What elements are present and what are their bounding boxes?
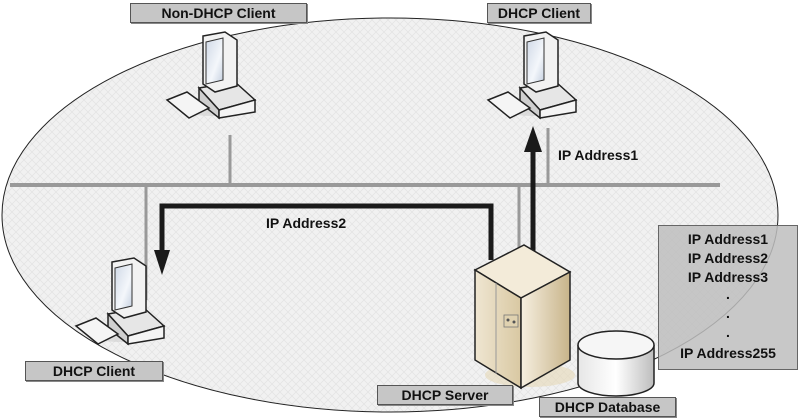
label-dhcp-client-left: DHCP Client <box>25 361 163 381</box>
pool-ellipsis: . <box>726 305 730 321</box>
desktop-computer-icon <box>165 31 257 120</box>
flow-arrow-ip-address2 <box>154 203 494 275</box>
flow-arrow-ip-address1 <box>524 126 542 258</box>
desktop-computer-icon <box>486 31 578 120</box>
pool-entry: IP Address255 <box>680 345 776 361</box>
pool-entry: IP Address3 <box>687 269 769 285</box>
pool-entry: IP Address1 <box>687 231 769 247</box>
pool-ellipsis: . <box>726 324 730 340</box>
label-dhcp-client-top: DHCP Client <box>487 3 591 23</box>
database-cylinder-icon <box>577 330 655 397</box>
pool-entry: IP Address2 <box>687 250 769 266</box>
label-dhcp-server: DHCP Server <box>377 385 513 405</box>
flow-label-ip-address1: IP Address1 <box>558 147 639 163</box>
desktop-computer-icon <box>74 257 166 346</box>
server-tower-icon <box>473 244 575 390</box>
network-boundary <box>1 17 779 413</box>
ip-address-pool: IP Address1 IP Address2 IP Address3 . . … <box>658 225 798 370</box>
label-non-dhcp-client: Non-DHCP Client <box>130 3 307 23</box>
pool-ellipsis: . <box>726 286 730 302</box>
flow-label-ip-address2: IP Address2 <box>266 215 347 231</box>
label-dhcp-database: DHCP Database <box>539 397 676 417</box>
